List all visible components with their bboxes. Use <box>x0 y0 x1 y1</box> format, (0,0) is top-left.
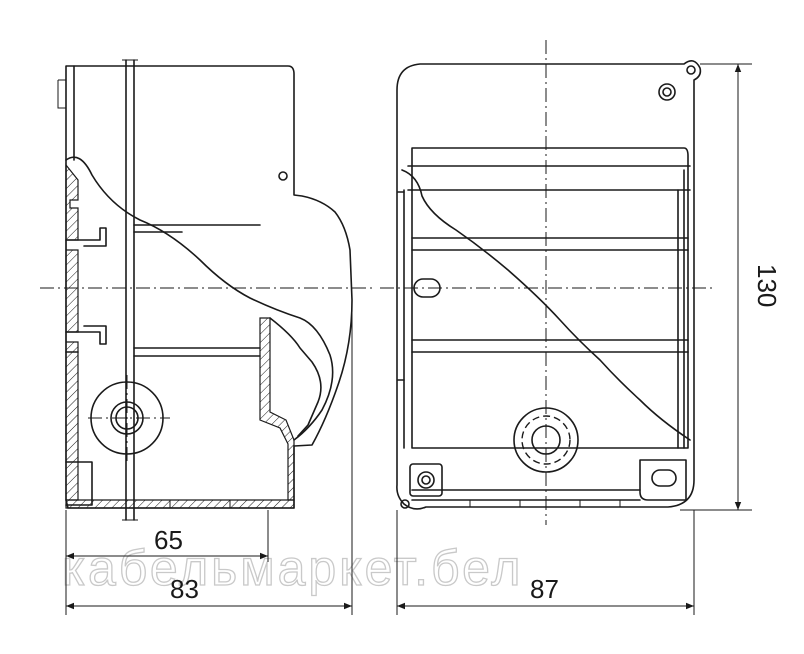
front-body-outline <box>396 60 702 510</box>
front-mount-hole-bottom <box>651 469 677 487</box>
dimension-130: 130 <box>752 264 782 307</box>
side-bottom-wall-section <box>65 499 295 509</box>
side-back-wall-section <box>65 163 79 501</box>
front-gland-hidden <box>521 415 571 465</box>
watermark-text: кабельмаркет.бел <box>62 540 523 596</box>
centre-lines <box>40 40 712 525</box>
dimension-lines <box>65 63 752 615</box>
front-mount-bracket <box>639 459 687 501</box>
dimension-83: 83 <box>170 574 199 604</box>
side-body-outline <box>65 65 353 509</box>
side-break-line <box>65 156 334 441</box>
side-front-wall-section <box>259 317 295 501</box>
front-mount-hole-top <box>658 83 676 101</box>
dimension-65: 65 <box>154 525 183 555</box>
front-terminal-clamp <box>409 463 443 497</box>
dimension-87: 87 <box>530 574 559 604</box>
front-break-line <box>401 169 691 441</box>
front-view <box>396 60 702 510</box>
front-gland-outer <box>513 407 579 473</box>
side-view <box>57 59 353 521</box>
front-inner-frame <box>411 147 689 449</box>
